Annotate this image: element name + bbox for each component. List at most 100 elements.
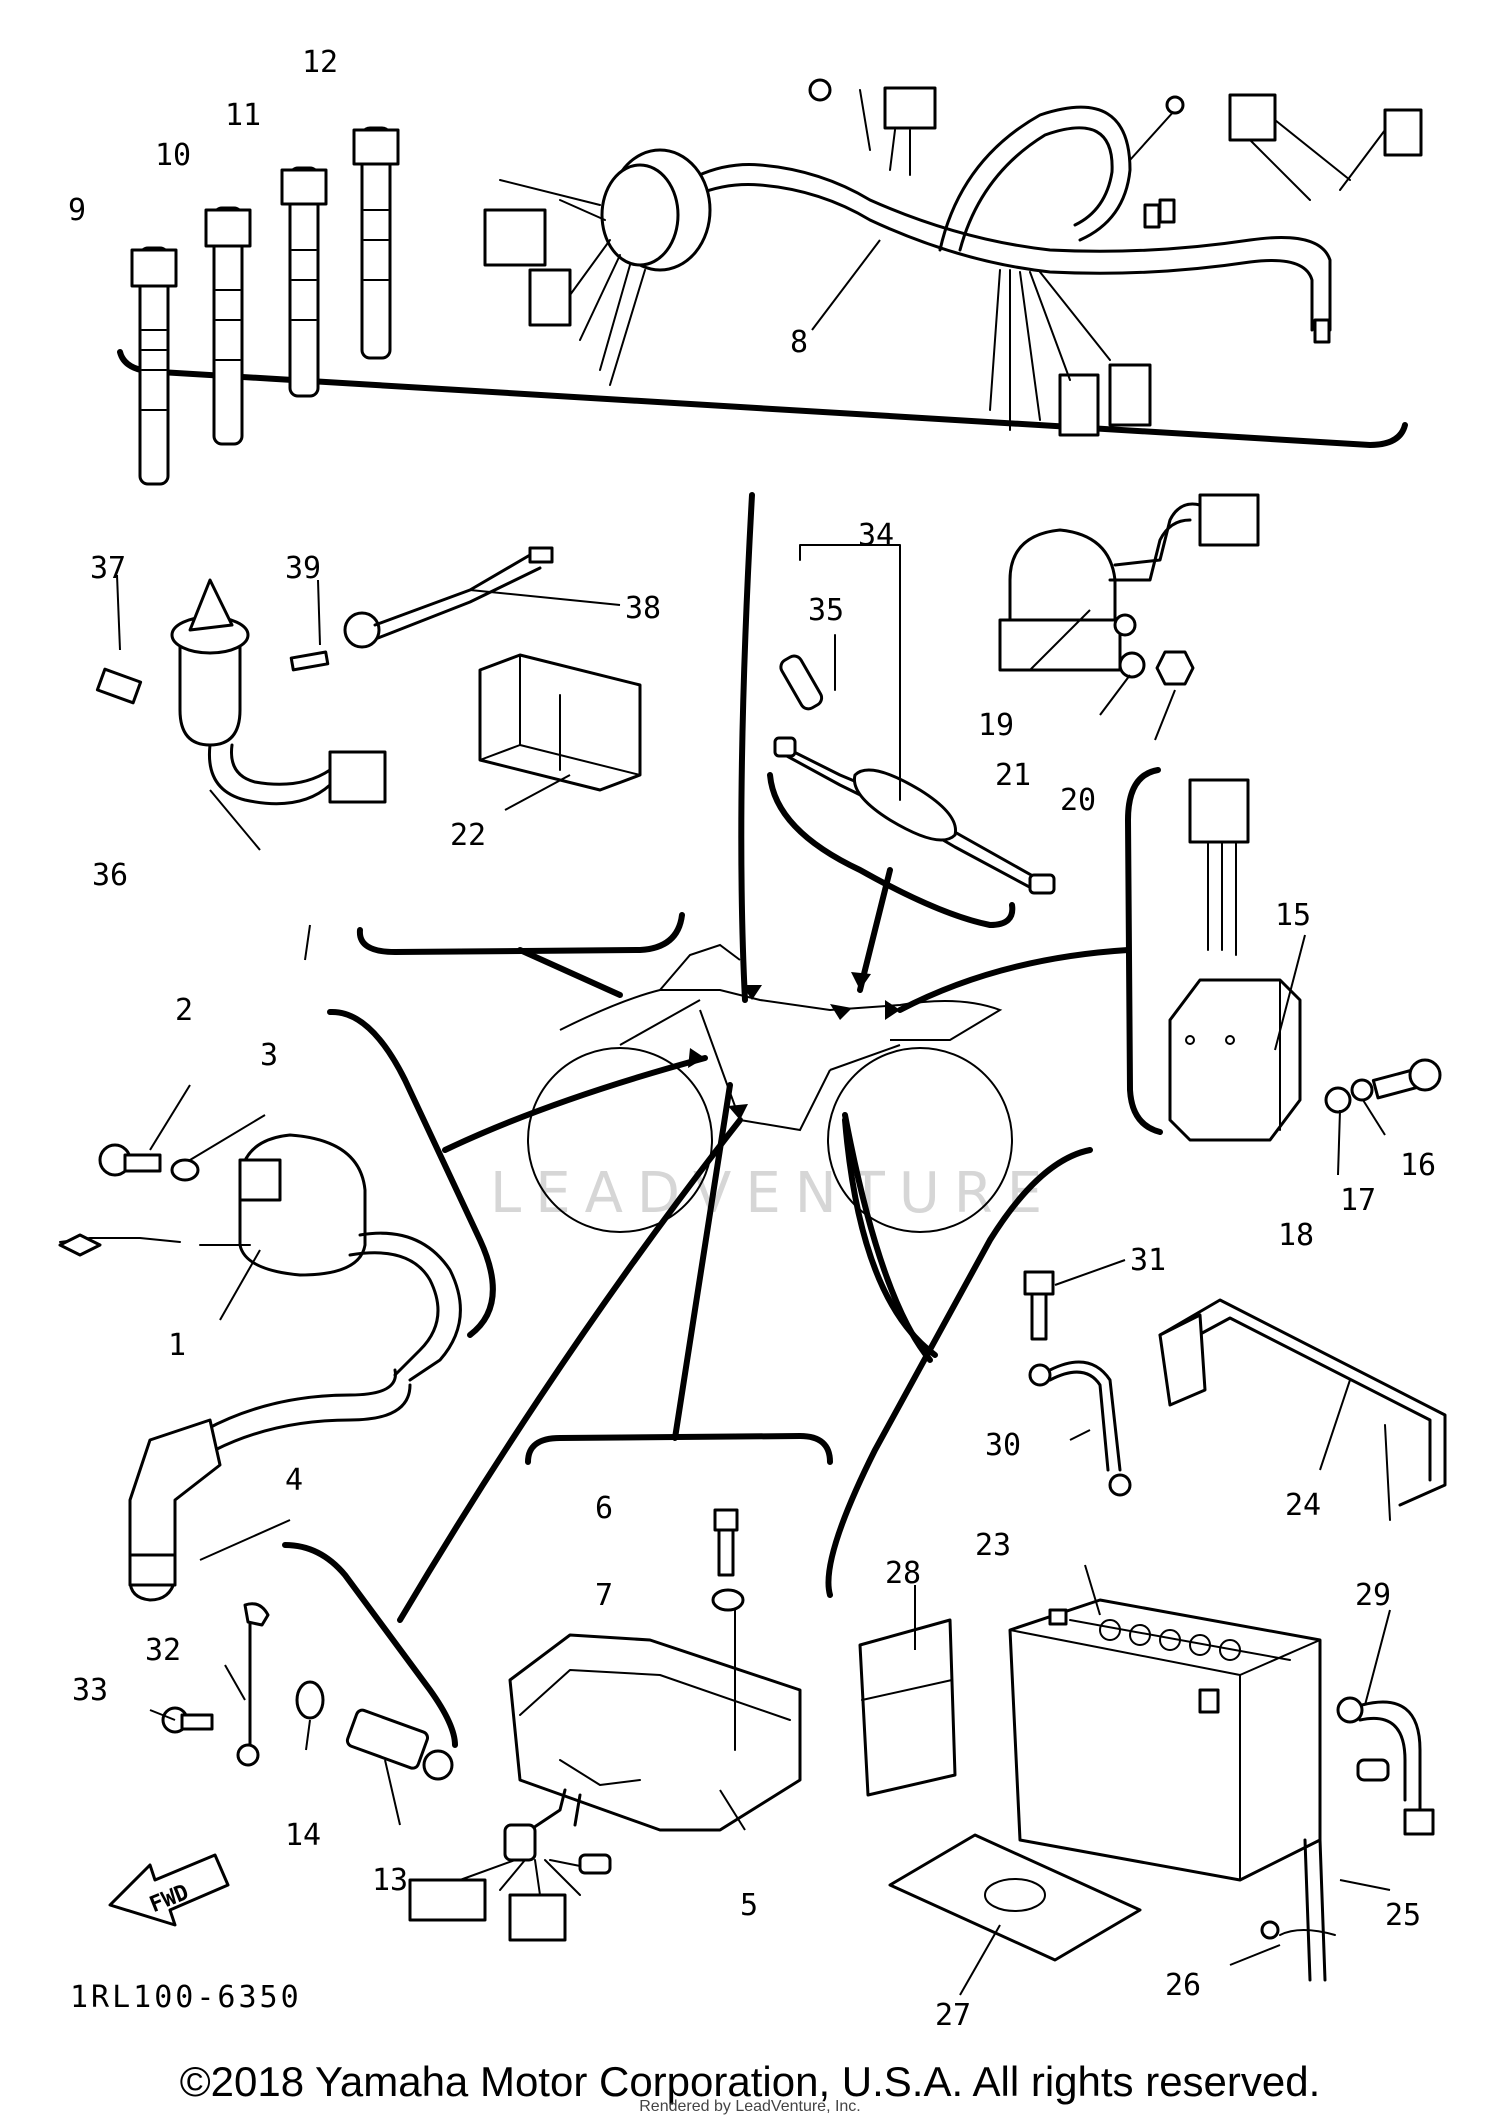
callout-3: 3 [260,1038,278,1073]
clamp-26 [1260,1920,1336,1940]
washer-18 [1324,1086,1352,1114]
callout-15: 15 [1275,898,1311,933]
callout-2: 2 [175,993,193,1028]
battery-strap-curve [842,1112,933,1363]
callout-19: 19 [978,708,1014,743]
leader-battery-to-bike [842,1117,938,1358]
callout-13: 13 [372,1863,408,1898]
leader-34 [799,544,901,801]
bolt-31 [1023,1270,1055,1341]
callout-labels: 9 10 11 12 8 37 39 38 34 35 19 21 20 36 … [68,45,1436,2033]
battery-23 [1008,1598,1322,1882]
callout-8: 8 [790,325,808,360]
ecu-bracket [356,912,685,956]
callout-22: 22 [450,818,486,853]
fuse-bracket [767,772,1016,929]
callout-9: 9 [68,193,86,228]
leader-neutral-to-bike [397,1117,743,1623]
bolt-6 [713,1508,739,1577]
callout-5: 5 [740,1888,758,1923]
callout-32: 32 [145,1633,181,1668]
battery-bracket [825,1147,1093,1598]
earth-lead-32 [236,1602,270,1767]
callout-7: 7 [595,1578,613,1613]
callout-33: 33 [72,1673,108,1708]
wire-harness-bracket [117,349,1408,449]
callout-4: 4 [285,1463,303,1498]
leader-ecu-to-bike [517,947,623,998]
bolt-33 [161,1706,214,1734]
rectifier-regulator-15 [1168,778,1302,1142]
motorcycle-silhouette [527,943,1013,1233]
cdi-unit-5 [408,1633,802,1942]
callout-12: 12 [302,45,338,80]
starter-relay-19 [998,493,1260,672]
rectifier-bracket [1124,767,1163,1135]
battery-pad-27 [888,1833,1142,1962]
ignition-coil-1 [58,1133,462,1382]
callout-39: 39 [285,551,321,586]
callout-37: 37 [90,551,126,586]
callout-17: 17 [1340,1183,1376,1218]
callout-27: 27 [935,1998,971,2033]
washer-3 [170,1158,200,1182]
lead-wire-38 [343,546,554,649]
callout-10: 10 [155,138,191,173]
gasket-14 [295,1680,325,1720]
nut-20 [1155,650,1195,686]
callout-28: 28 [885,1556,921,1591]
callout-38: 38 [625,591,661,626]
battery-band-24 [1158,1298,1447,1521]
leader-fuse-to-bike [857,867,893,993]
arrow-heads [688,972,900,1120]
leader-cdi-to-bike [672,1082,733,1441]
callout-25: 25 [1385,1898,1421,1933]
copyright-notice: ©2018 Yamaha Motor Corporation, U.S.A. A… [179,2058,1321,2105]
callout-34: 34 [858,518,894,553]
cdi-bracket [525,1432,833,1465]
callout-leaders [116,239,1391,1996]
callout-35: 35 [808,593,844,628]
leader-rectifier-to-bike [897,947,1131,1013]
washer-7 [711,1588,745,1612]
callout-26: 26 [1165,1968,1201,2003]
callout-31: 31 [1130,1243,1166,1278]
callout-30: 30 [985,1428,1021,1463]
callout-1: 1 [168,1328,186,1363]
neutral-switch-bracket [282,1542,458,1748]
cable-tie-9 [130,246,178,486]
leader-harness-to-bike [738,492,755,1003]
relay-22 [478,653,642,792]
cable-tie-11 [280,166,328,398]
washer-17 [1350,1078,1374,1102]
bolt-16 [1371,1058,1442,1100]
bolt-2 [98,1143,162,1177]
callout-16: 16 [1400,1148,1436,1183]
fwd-arrow-icon: FWD [108,1853,230,1927]
callout-18: 18 [1278,1218,1314,1253]
neutral-switch-13 [345,1708,454,1781]
cover-28 [858,1618,957,1797]
plus-lead-29 [1336,1696,1435,1836]
callout-21: 21 [995,758,1031,793]
callout-6: 6 [595,1491,613,1526]
diagram-code: 1RL100-6350 [70,1980,302,2015]
ignition-coil-bracket [327,1008,496,1338]
cable-tie-10 [204,206,252,446]
callout-14: 14 [285,1818,321,1853]
callout-20: 20 [1060,783,1096,818]
main-switch-36 [95,578,387,806]
breather-hose-25 [1303,1838,1327,1982]
spark-plug-cap-4 [128,1368,412,1602]
fuse-holder-34 [773,654,1056,895]
callout-23: 23 [975,1528,1011,1563]
nut-21 [1118,651,1146,679]
callout-11: 11 [225,98,261,133]
minus-lead-30 [1028,1360,1132,1497]
wire-harness-8 [483,78,1423,437]
callout-24: 24 [1285,1488,1321,1523]
cable-tie-12 [352,126,400,360]
callout-29: 29 [1355,1578,1391,1613]
watermark-text: LEADVENTURE [490,1161,1056,1226]
